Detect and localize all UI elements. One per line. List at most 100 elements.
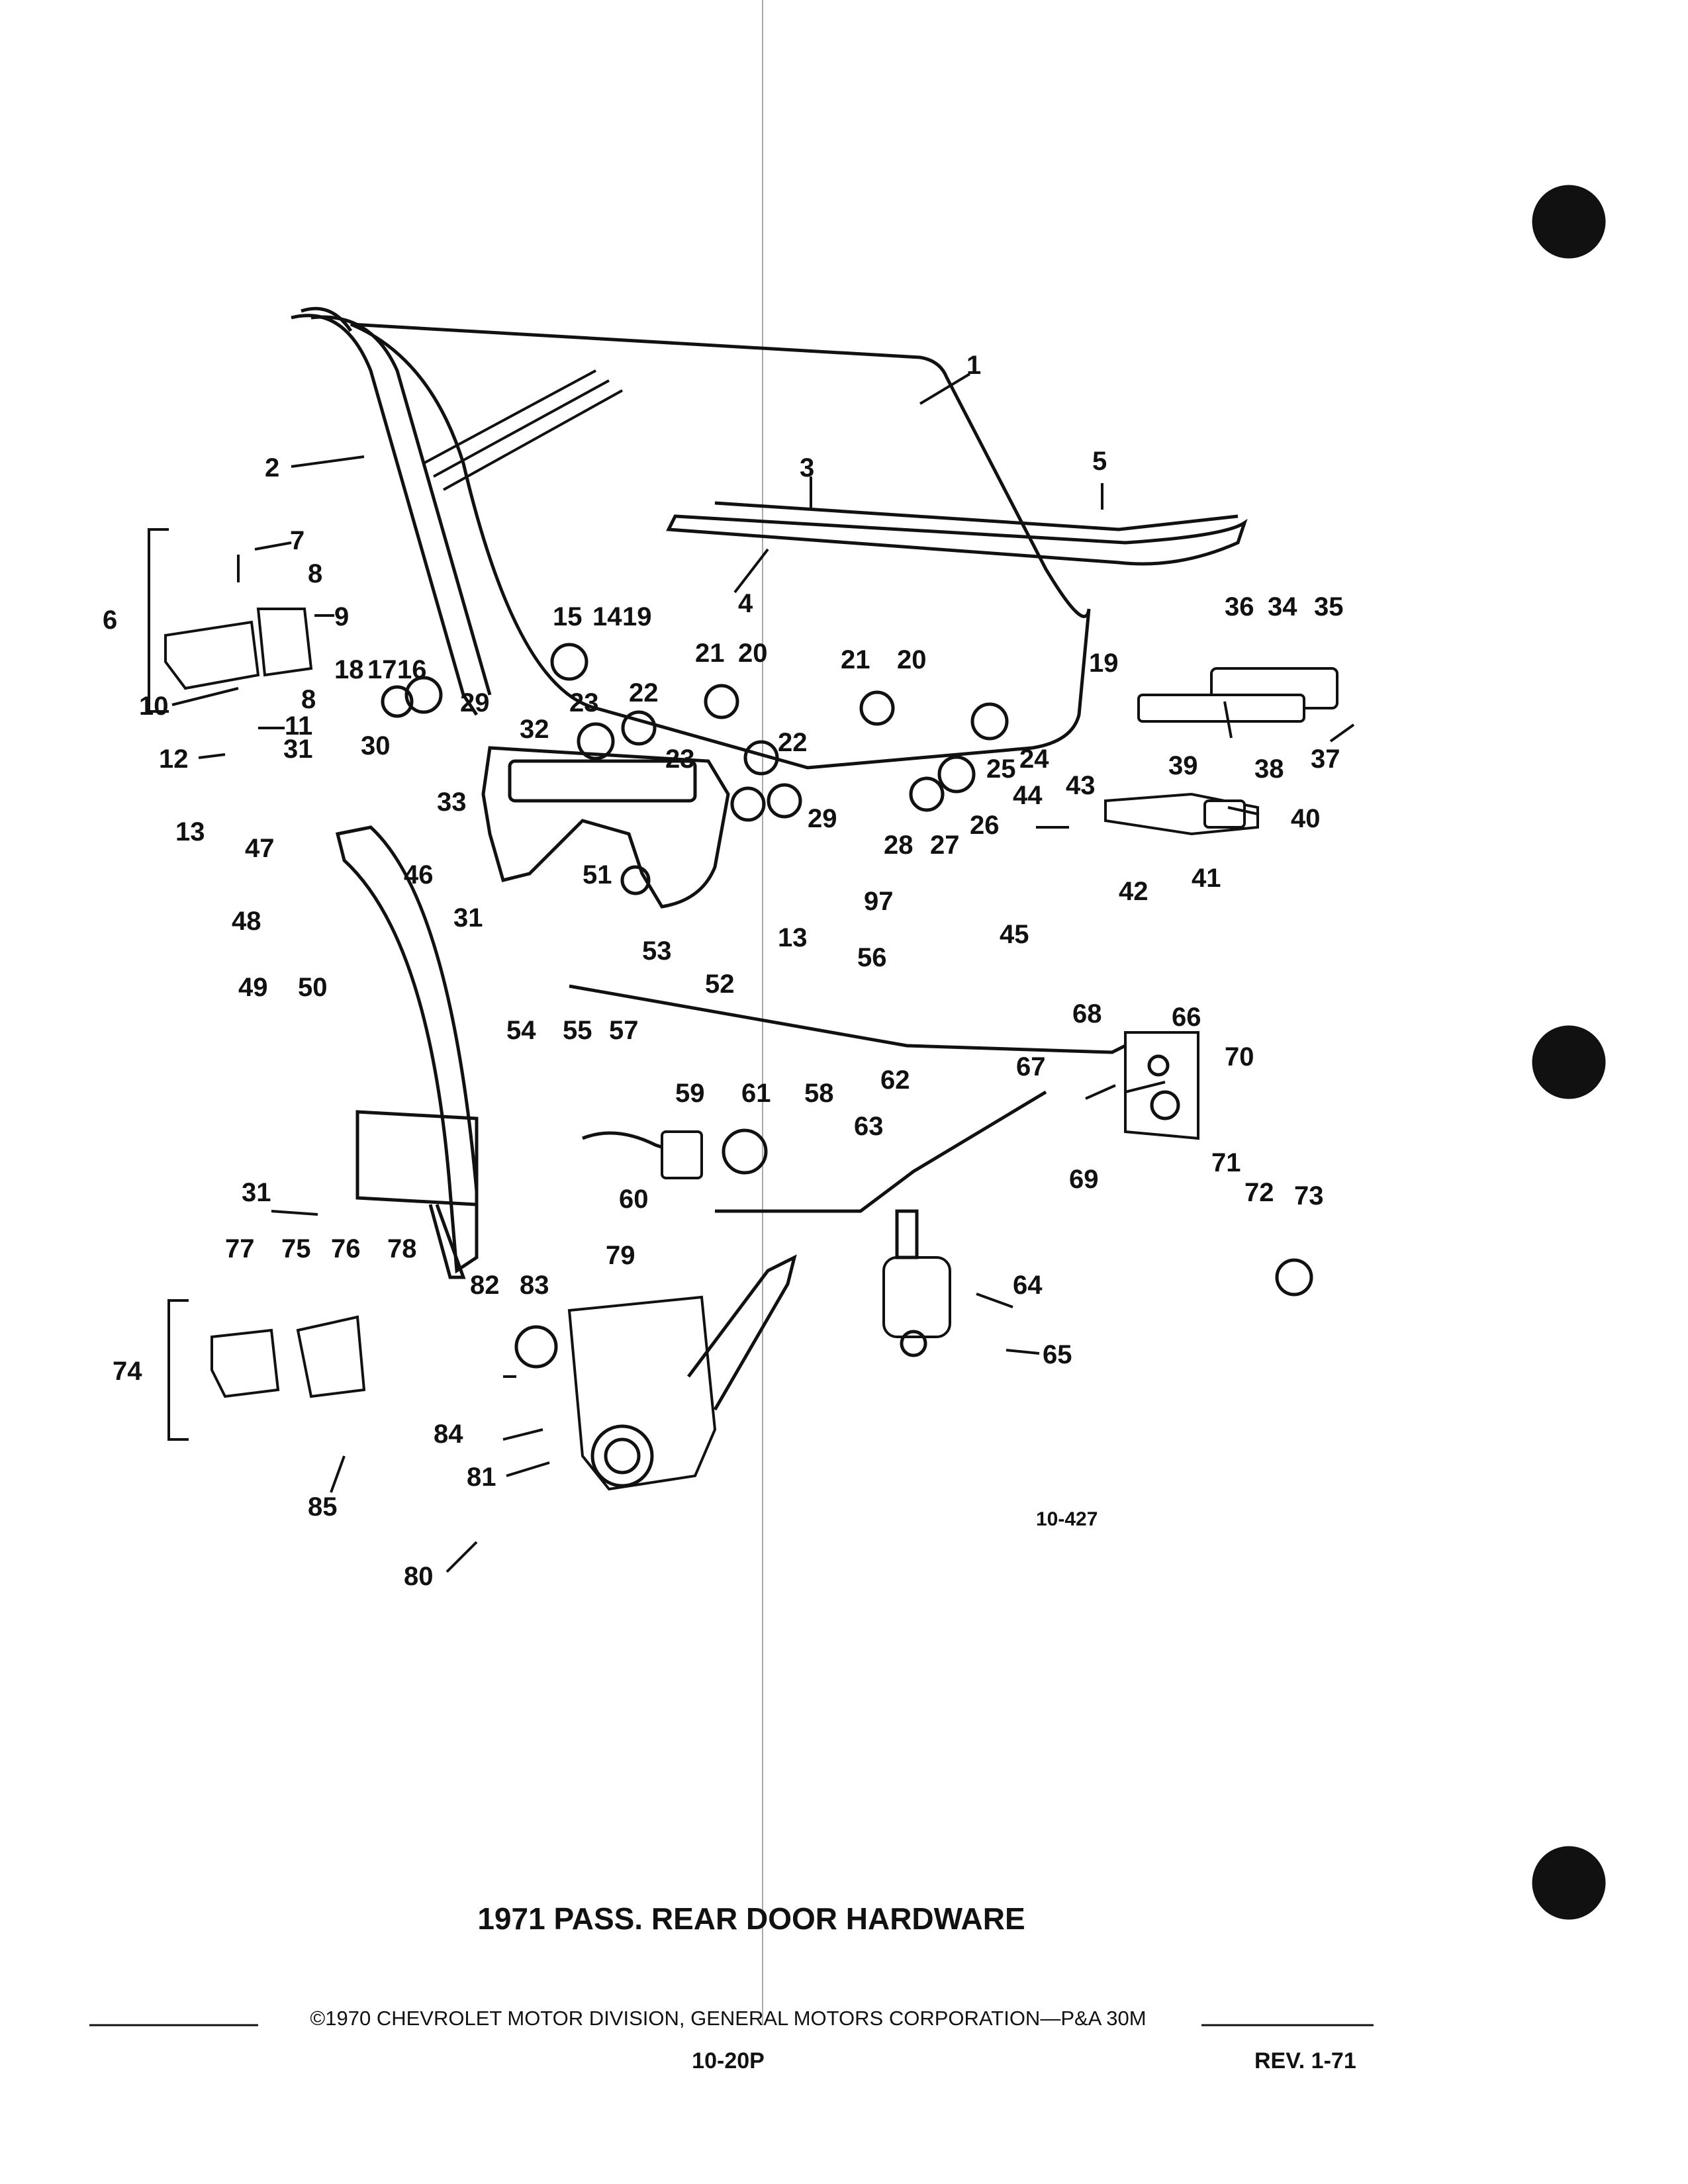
callout-18: 18 <box>334 655 364 684</box>
outside-handle <box>1104 792 1259 836</box>
callout-1: 1 <box>966 351 981 380</box>
callout-15: 15 <box>553 602 583 631</box>
callout-50: 50 <box>298 973 328 1002</box>
callout-40: 40 <box>1291 804 1321 833</box>
callout-46: 46 <box>404 860 434 889</box>
callout-23b: 23 <box>665 745 695 774</box>
callout-71: 71 <box>1211 1148 1241 1177</box>
callout-78: 78 <box>387 1234 417 1263</box>
callout-2: 2 <box>265 453 279 482</box>
page-number: 10-20P <box>692 2048 765 2073</box>
callout-30: 30 <box>361 731 391 760</box>
callout-82: 82 <box>470 1271 500 1300</box>
callout-20b: 20 <box>897 645 927 674</box>
revision-label: REV. 1-71 <box>1254 2048 1356 2073</box>
callout-61: 61 <box>741 1079 771 1108</box>
callout-76: 76 <box>331 1234 361 1263</box>
callout-3: 3 <box>800 453 814 482</box>
callout-23a: 23 <box>569 688 599 717</box>
callout-53: 53 <box>642 936 672 966</box>
callout-31a: 31 <box>283 735 313 764</box>
callout-36: 36 <box>1225 592 1254 621</box>
page-title: 1971 PASS. REAR DOOR HARDWARE <box>477 1901 1025 1936</box>
callout-19b: 19 <box>1089 649 1119 678</box>
window-regulator <box>567 1254 797 1491</box>
binder-hole-top <box>1532 185 1606 259</box>
binder-hole-bottom <box>1532 1846 1606 1920</box>
callout-43: 43 <box>1066 771 1096 800</box>
hinge-bracket-upper <box>148 528 169 713</box>
callout-72: 72 <box>1244 1178 1274 1207</box>
callout-13a: 13 <box>175 817 205 846</box>
callout-60: 60 <box>619 1185 649 1214</box>
callout-47: 47 <box>245 834 275 863</box>
callout-24: 24 <box>1019 745 1049 774</box>
callout-21b: 21 <box>841 645 870 674</box>
callout-84: 84 <box>434 1420 463 1449</box>
callout-27: 27 <box>930 831 960 860</box>
callout-48: 48 <box>232 907 261 936</box>
callout-70: 70 <box>1225 1042 1254 1071</box>
callout-12: 12 <box>159 745 189 774</box>
callout-5: 5 <box>1092 447 1107 476</box>
callout-57: 57 <box>609 1016 639 1045</box>
callout-38: 38 <box>1254 754 1284 784</box>
callout-28: 28 <box>884 831 914 860</box>
callout-20a: 20 <box>738 639 768 668</box>
callout-85: 85 <box>308 1492 338 1522</box>
callout-33: 33 <box>437 788 467 817</box>
callout-44: 44 <box>1013 781 1043 810</box>
power-motor <box>882 1209 951 1357</box>
glass-run-channel <box>291 306 492 716</box>
callout-51: 51 <box>583 860 612 889</box>
callout-64: 64 <box>1013 1271 1043 1300</box>
window-guide-bracket <box>481 746 730 909</box>
callout-42: 42 <box>1119 877 1149 906</box>
callout-55: 55 <box>563 1016 592 1045</box>
callout-97: 97 <box>864 887 894 916</box>
callout-19a: 19 <box>622 602 652 631</box>
callout-21a: 21 <box>695 639 725 668</box>
callout-63: 63 <box>854 1112 884 1141</box>
callout-73: 73 <box>1294 1181 1324 1210</box>
binder-hole-middle <box>1532 1025 1606 1099</box>
callout-45: 45 <box>1000 920 1029 949</box>
callout-66: 66 <box>1172 1003 1201 1032</box>
belt-weatherstrip <box>666 501 1248 566</box>
callout-25: 25 <box>986 754 1016 784</box>
inside-handle <box>582 1130 703 1179</box>
callout-79: 79 <box>606 1241 635 1270</box>
callout-80: 80 <box>404 1562 434 1591</box>
callout-75: 75 <box>281 1234 311 1263</box>
callout-16: 16 <box>397 655 427 684</box>
callout-81: 81 <box>467 1463 496 1492</box>
callout-62: 62 <box>880 1066 910 1095</box>
callout-9: 9 <box>334 602 349 631</box>
callout-34: 34 <box>1268 592 1297 621</box>
callout-17: 17 <box>367 655 397 684</box>
callout-29b: 29 <box>808 804 837 833</box>
lock-housing <box>1137 667 1338 723</box>
leader-lines <box>171 373 1355 1573</box>
door-latch <box>1124 1031 1199 1140</box>
callout-83: 83 <box>520 1271 549 1300</box>
callout-41: 41 <box>1192 864 1221 893</box>
callout-74: 74 <box>113 1357 142 1386</box>
callout-77: 77 <box>225 1234 255 1263</box>
door-glass <box>350 322 1091 770</box>
callout-68: 68 <box>1072 999 1102 1028</box>
callout-14: 14 <box>592 602 622 631</box>
callout-58: 58 <box>804 1079 834 1108</box>
callout-8a: 8 <box>308 559 322 588</box>
callout-59: 59 <box>675 1079 705 1108</box>
callout-6: 6 <box>103 606 117 635</box>
callout-56: 56 <box>857 943 887 972</box>
callout-52: 52 <box>705 970 735 999</box>
callout-8b: 8 <box>301 685 316 714</box>
rollers-and-studs <box>381 643 1313 1369</box>
lower-hinge <box>211 1315 366 1398</box>
callout-35: 35 <box>1314 592 1344 621</box>
callout-31c: 31 <box>242 1178 271 1207</box>
callout-69: 69 <box>1069 1165 1099 1194</box>
